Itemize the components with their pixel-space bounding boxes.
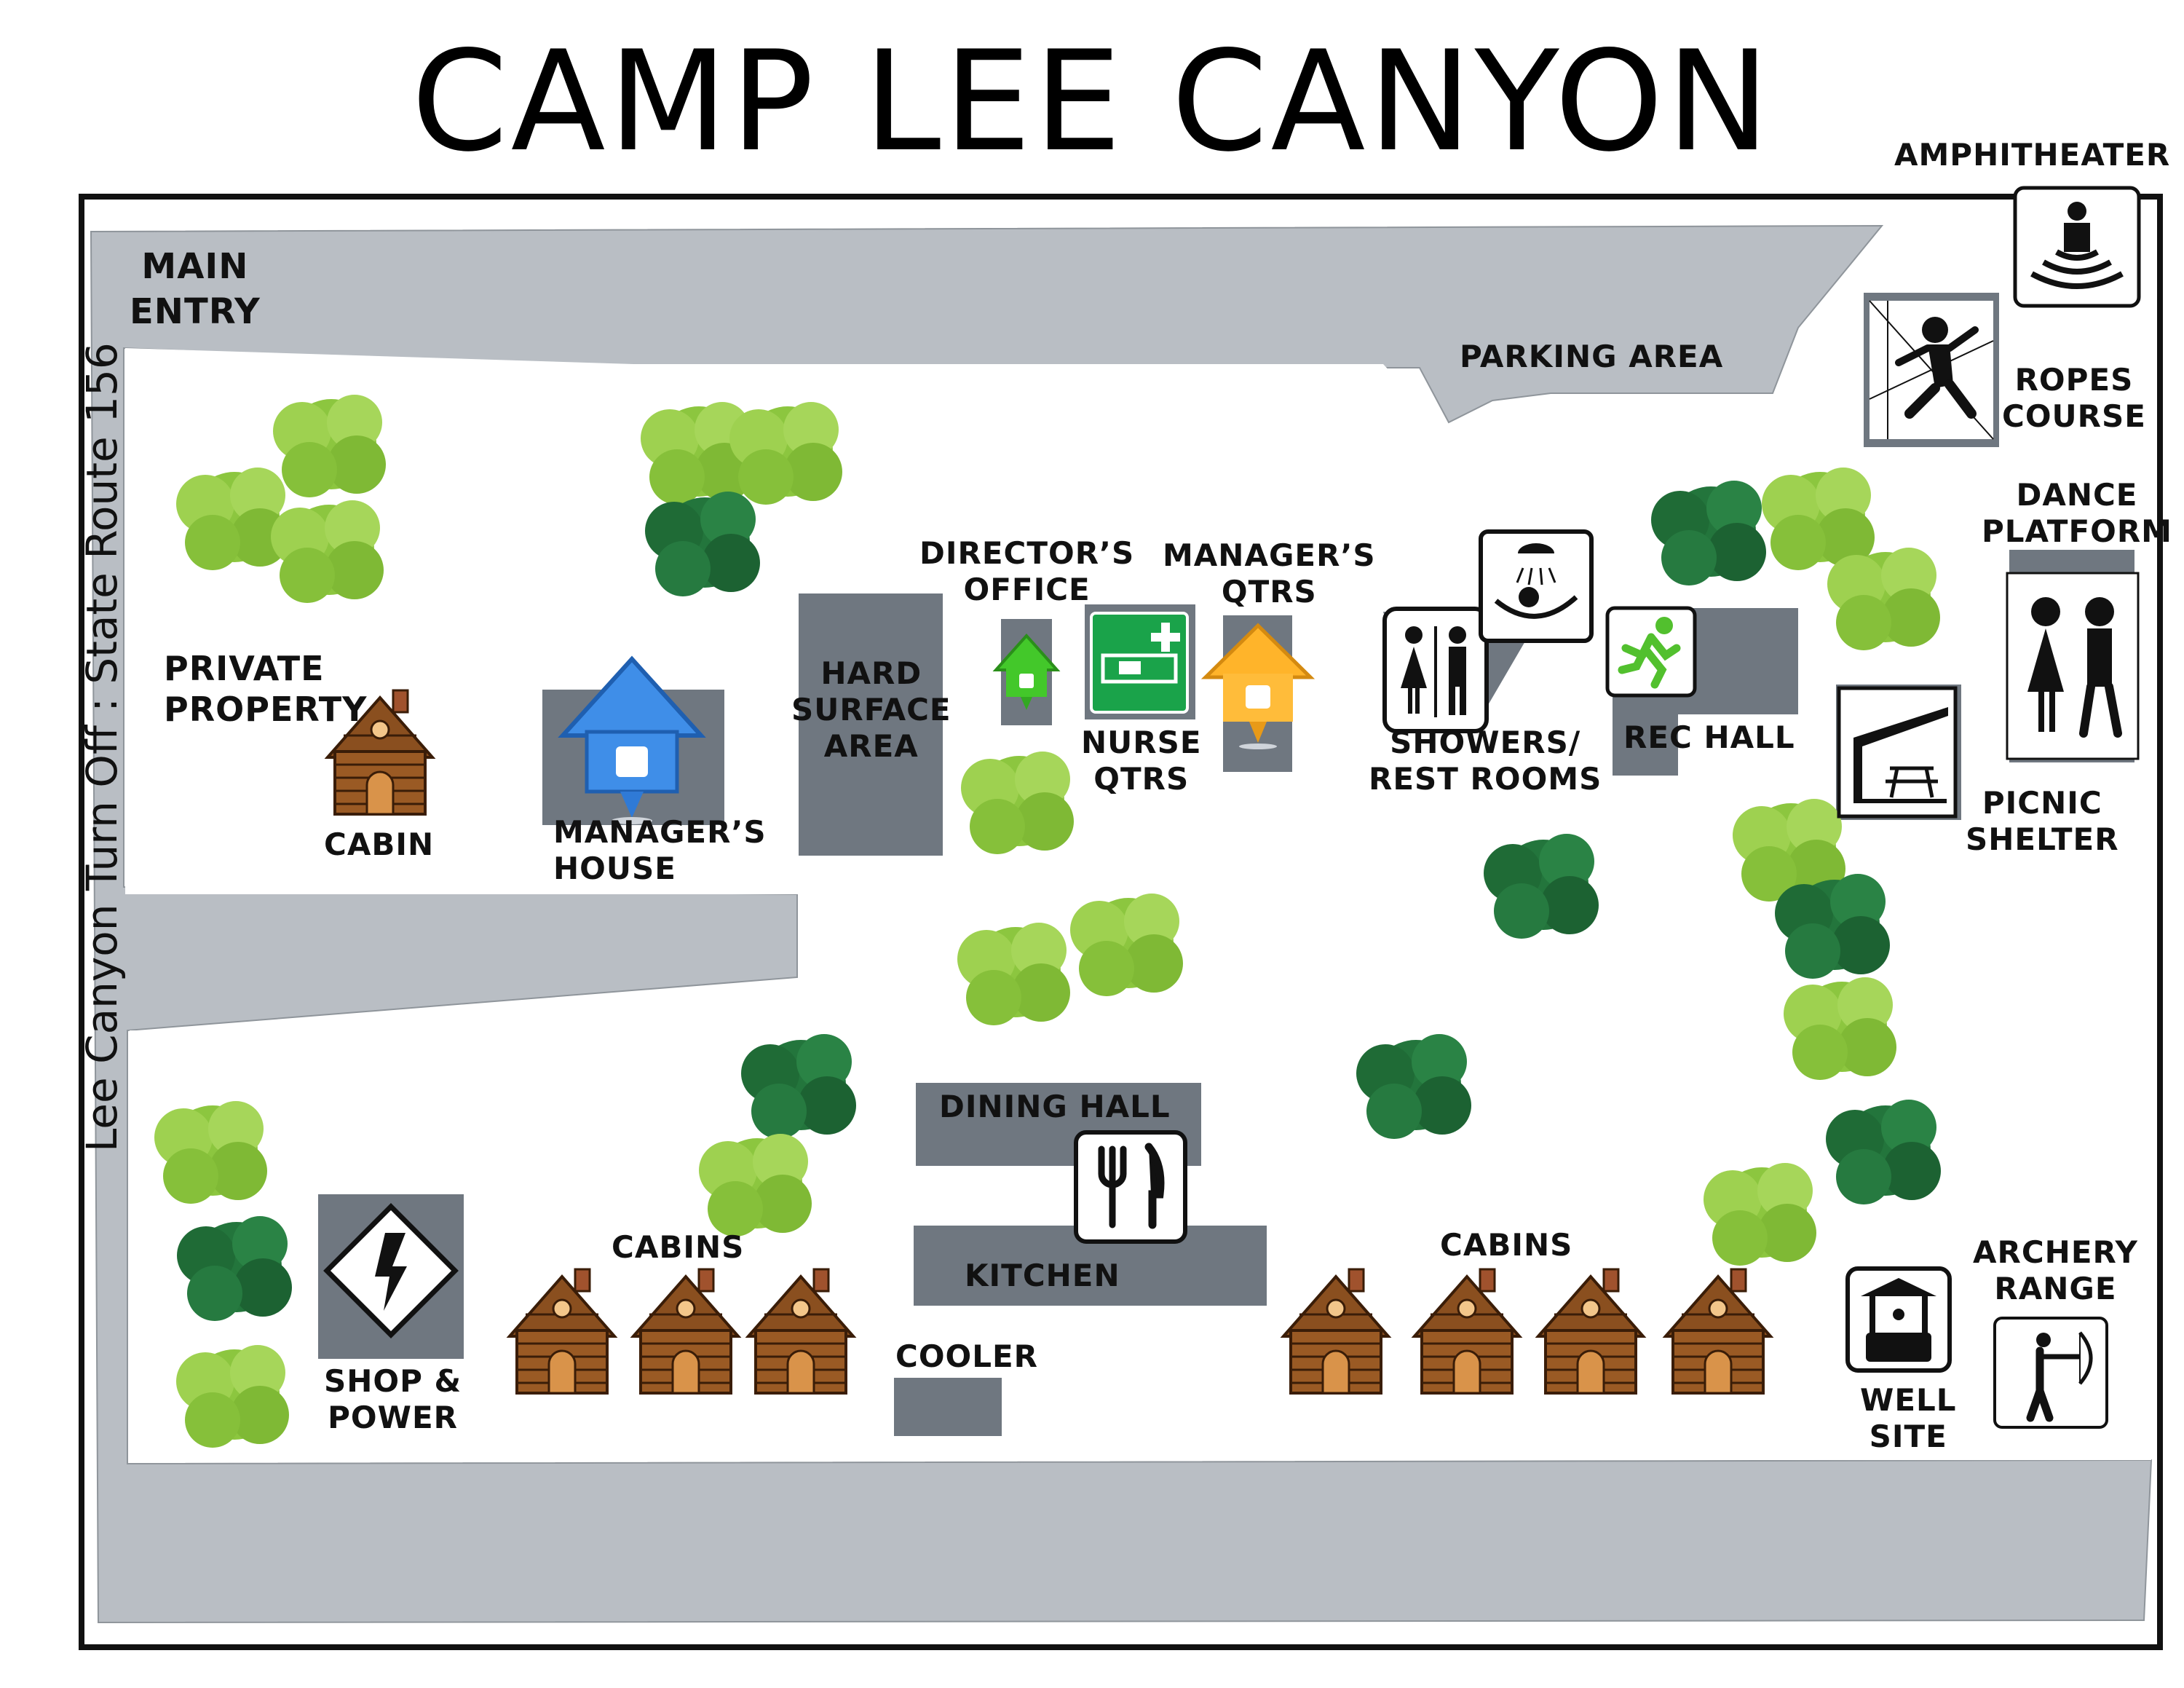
lightning-icon [323, 1203, 459, 1338]
label-cabins-left: CABINS [612, 1229, 745, 1265]
label-private-property: PRIVATE PROPERTY [164, 649, 368, 729]
label-dining-hall: DINING HALL [939, 1089, 1171, 1124]
label-nurse-qtrs: NURSE QTRS [1081, 725, 1202, 797]
picnic-shelter-icon [1837, 686, 1958, 819]
amphitheater-icon [2013, 186, 2141, 308]
hard-surface-area-pad [799, 593, 943, 856]
ropes-course-icon [1869, 300, 1994, 440]
label-parking-area: PARKING AREA [1460, 339, 1724, 374]
label-main-entry: MAIN ENTRY [130, 246, 261, 332]
cooler-pad [894, 1378, 1002, 1436]
well-icon [1845, 1266, 1952, 1373]
house-pin-icon [558, 623, 1315, 824]
label-shop-power: SHOP & POWER [324, 1363, 462, 1435]
fork-knife-icon [1074, 1130, 1187, 1244]
shower-icon [1479, 529, 1594, 643]
label-managers-house: MANAGER’S HOUSE [553, 814, 767, 886]
label-amphitheater: AMPHITHEATER [1894, 137, 2171, 173]
label-cabin: CABIN [324, 827, 435, 862]
first-aid-icon [1090, 612, 1189, 714]
label-hard-surface-area: HARD SURFACE AREA [791, 655, 951, 764]
upper-lawn [125, 348, 1452, 1041]
state-route-label: Lee Canyon Turn Off : State Route 156 [77, 342, 127, 1152]
label-cabins-right: CABINS [1440, 1227, 1573, 1263]
label-ropes-course: ROPES COURSE [2002, 362, 2146, 434]
label-archery-range: ARCHERY RANGE [1973, 1234, 2138, 1306]
label-cooler: COOLER [895, 1338, 1039, 1374]
archer-icon [1993, 1317, 2108, 1429]
label-picnic-shelter: PICNIC SHELTER [1966, 785, 2119, 857]
label-managers-qtrs: MANAGER’S QTRS [1163, 537, 1376, 610]
running-person-icon [1605, 606, 1697, 698]
dance-couple-icon [2006, 572, 2140, 760]
map-title: CAMP LEE CANYON [411, 21, 1773, 182]
label-showers-rest-rooms: SHOWERS/ REST ROOMS [1369, 725, 1602, 797]
label-dance-platform: DANCE PLATFORM [1982, 477, 2172, 549]
restroom-icon [1382, 607, 1489, 733]
label-rec-hall: REC HALL [1623, 719, 1795, 755]
label-directors-office: DIRECTOR’S OFFICE [919, 535, 1135, 607]
label-well-site: WELL SITE [1860, 1382, 1957, 1454]
label-kitchen: KITCHEN [965, 1258, 1120, 1293]
